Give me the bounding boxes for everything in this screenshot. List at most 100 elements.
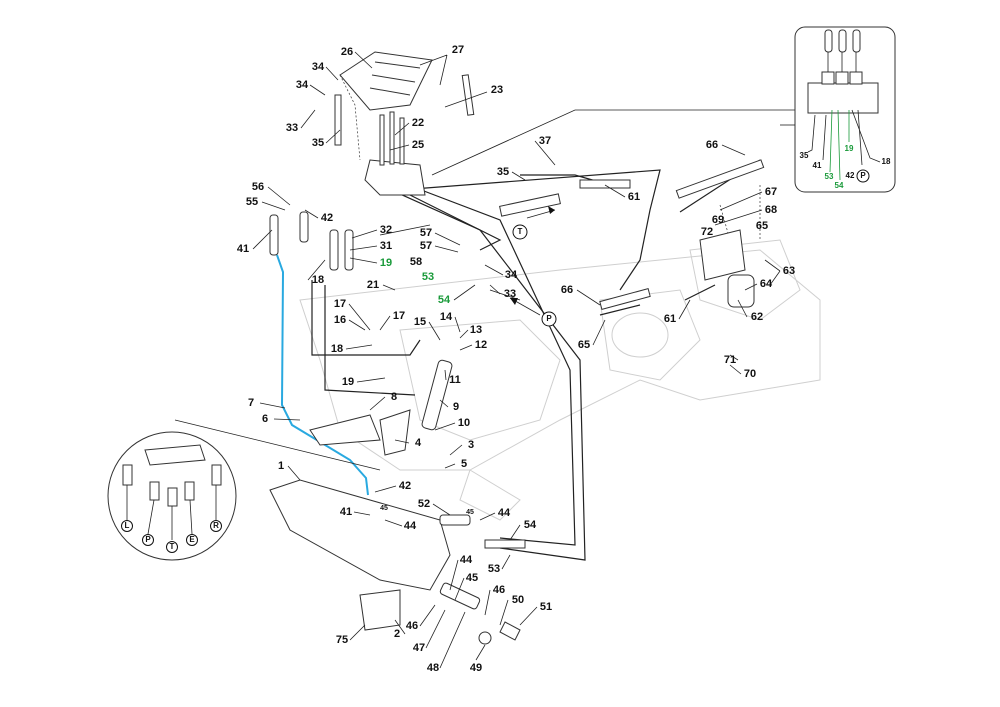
part-label-42: 42 bbox=[321, 212, 333, 224]
part-label-16: 16 bbox=[334, 314, 346, 326]
inset-label-54: 54 bbox=[835, 181, 844, 190]
inset-label-19: 19 bbox=[845, 144, 854, 153]
part-label-35: 35 bbox=[497, 166, 509, 178]
part-label-66: 66 bbox=[706, 139, 718, 151]
part-label-2: 2 bbox=[394, 628, 400, 640]
part-label-68: 68 bbox=[765, 204, 777, 216]
part-label-61: 61 bbox=[628, 191, 640, 203]
part-label-65: 65 bbox=[756, 220, 768, 232]
part-label-67: 67 bbox=[765, 186, 777, 198]
part-label-41: 41 bbox=[340, 506, 352, 518]
part-label-25: 25 bbox=[412, 139, 424, 151]
part-label-1: 1 bbox=[278, 460, 284, 472]
inset-label-41: 41 bbox=[813, 161, 822, 170]
part-label-55: 55 bbox=[246, 196, 258, 208]
part-label-57: 57 bbox=[420, 227, 432, 239]
part-label-8: 8 bbox=[391, 391, 397, 403]
valve-inset-marker-p: P bbox=[856, 169, 870, 183]
part-label-34: 34 bbox=[296, 79, 309, 91]
part-label-27: 27 bbox=[452, 44, 464, 56]
valve-detail-inset bbox=[780, 26, 896, 193]
coupler-detail-inset bbox=[107, 431, 237, 561]
part-label-48: 48 bbox=[427, 662, 439, 674]
part-label-49: 49 bbox=[470, 662, 482, 674]
port-marker-E: E bbox=[189, 535, 195, 544]
part-label-34: 34 bbox=[505, 269, 518, 281]
part-label-45: 45 bbox=[466, 572, 478, 584]
part-label-22: 22 bbox=[412, 117, 424, 129]
part-label-17: 17 bbox=[393, 310, 405, 322]
part-label-51: 51 bbox=[540, 601, 552, 613]
part-label-31: 31 bbox=[380, 240, 392, 252]
part-label-19: 19 bbox=[380, 257, 392, 269]
part-label-50: 50 bbox=[512, 594, 524, 606]
part-label-9: 9 bbox=[453, 401, 459, 413]
part-label-70: 70 bbox=[744, 368, 756, 380]
port-marker-P: P bbox=[145, 535, 151, 544]
part-label-12: 12 bbox=[475, 339, 487, 351]
part-label-41: 41 bbox=[237, 243, 249, 255]
part-label-14: 14 bbox=[440, 311, 453, 323]
leader-lines bbox=[252, 51, 781, 669]
part-label-6: 6 bbox=[262, 413, 268, 425]
svg-text:P: P bbox=[860, 171, 866, 180]
part-label-53: 53 bbox=[422, 271, 434, 283]
port-marker-circle bbox=[186, 534, 198, 546]
part-label-45: 45 bbox=[380, 505, 388, 512]
part-label-54: 54 bbox=[524, 519, 537, 531]
part-label-34: 34 bbox=[312, 61, 325, 73]
part-label-65: 65 bbox=[578, 339, 590, 351]
part-label-19: 19 bbox=[342, 376, 354, 388]
part-label-54: 54 bbox=[438, 294, 451, 306]
port-marker-circle bbox=[121, 520, 133, 532]
part-label-3: 3 bbox=[468, 439, 474, 451]
hydraulic-hoses bbox=[174, 74, 800, 561]
highlighted-hose bbox=[276, 254, 369, 496]
svg-text:T: T bbox=[518, 227, 523, 236]
part-label-75: 75 bbox=[336, 634, 348, 646]
part-label-11: 11 bbox=[449, 374, 461, 386]
part-label-64: 64 bbox=[760, 278, 773, 290]
part-label-26: 26 bbox=[341, 46, 353, 58]
part-label-46: 46 bbox=[406, 620, 418, 632]
port-marker-circle bbox=[166, 541, 178, 553]
part-label-4: 4 bbox=[415, 437, 422, 449]
part-label-69: 69 bbox=[712, 214, 724, 226]
flow-marker-t: T bbox=[512, 206, 556, 240]
part-label-71: 71 bbox=[724, 354, 736, 366]
part-label-5: 5 bbox=[461, 458, 467, 470]
part-label-45: 45 bbox=[466, 509, 474, 516]
part-label-44: 44 bbox=[404, 520, 417, 532]
part-label-33: 33 bbox=[504, 288, 516, 300]
port-marker-T: T bbox=[170, 542, 175, 551]
parts bbox=[269, 51, 765, 645]
inset-label-42: 42 bbox=[846, 171, 855, 180]
part-label-7: 7 bbox=[248, 397, 254, 409]
part-label-62: 62 bbox=[751, 311, 763, 323]
part-label-66: 66 bbox=[561, 284, 573, 296]
part-label-44: 44 bbox=[498, 507, 511, 519]
part-label-61: 61 bbox=[664, 313, 676, 325]
part-label-52: 52 bbox=[418, 498, 430, 510]
part-label-37: 37 bbox=[539, 135, 551, 147]
part-label-18: 18 bbox=[331, 343, 343, 355]
part-label-63: 63 bbox=[783, 265, 795, 277]
part-label-15: 15 bbox=[414, 316, 426, 328]
part-label-23: 23 bbox=[491, 84, 503, 96]
part-label-33: 33 bbox=[286, 122, 298, 134]
inset-label-18: 18 bbox=[882, 157, 891, 166]
flow-marker-p: P bbox=[509, 297, 557, 327]
part-label-17: 17 bbox=[334, 298, 346, 310]
part-label-46: 46 bbox=[493, 584, 505, 596]
part-label-35: 35 bbox=[312, 137, 324, 149]
part-label-58: 58 bbox=[410, 256, 422, 268]
port-marker-circle bbox=[210, 520, 222, 532]
part-label-47: 47 bbox=[413, 642, 425, 654]
part-label-53: 53 bbox=[488, 563, 500, 575]
part-label-10: 10 bbox=[458, 417, 470, 429]
port-marker-R: R bbox=[213, 521, 219, 530]
